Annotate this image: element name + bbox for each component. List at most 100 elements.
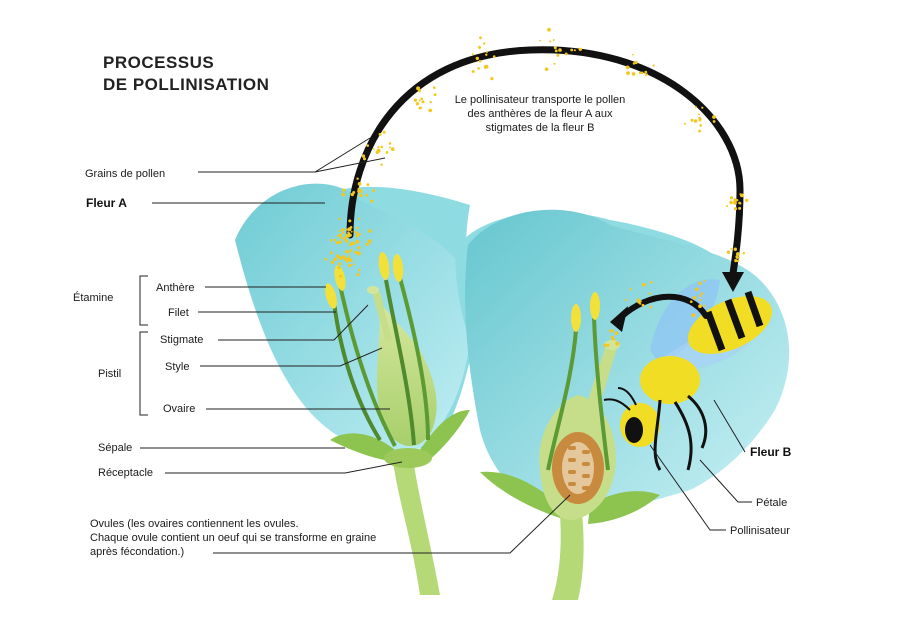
pollen-grain [698, 281, 702, 285]
label-pollinisateur: Pollinisateur [730, 525, 790, 537]
flower-b [455, 209, 790, 600]
pollen-grain [348, 258, 353, 262]
pollen-grain [553, 46, 557, 50]
pollen-grain [357, 217, 361, 220]
pollen-grain [558, 48, 562, 52]
pollen-grain [614, 331, 619, 336]
pollen-grain [649, 306, 652, 309]
pollen-grain [573, 49, 576, 52]
pollen-grain [734, 199, 737, 201]
bee-stripe-3 [744, 290, 764, 328]
pollen-grain [347, 257, 350, 260]
pollen-grain [611, 337, 614, 340]
pollen-grain [420, 106, 423, 109]
pollen-grain [578, 47, 582, 51]
pollen-grain [377, 145, 380, 149]
bracket-etamine [139, 275, 148, 326]
pollen-grain [734, 259, 738, 263]
pollen-grain [683, 122, 686, 125]
pollen-grain [549, 40, 552, 43]
pollen-grain [691, 313, 696, 318]
pollen-grain [712, 120, 716, 123]
bee-leg-1 [653, 399, 662, 471]
pollen-grain [356, 226, 359, 230]
pollen-grain [625, 298, 628, 301]
pollen-grain [699, 124, 702, 127]
pollen-grain [634, 60, 638, 65]
pollen-grain [625, 65, 630, 70]
pollen-grain [739, 202, 742, 205]
pollen-grain [471, 70, 475, 73]
pollen-grain [356, 273, 360, 277]
pollen-grain [703, 279, 706, 282]
pollen-grain [483, 42, 486, 45]
pollen-grain [348, 233, 352, 237]
flower-a-anther-4 [392, 254, 404, 282]
pollen-grain [478, 59, 482, 63]
pollen-grain [693, 119, 698, 123]
pollen-grain [478, 45, 481, 49]
pollen-grain [339, 236, 342, 240]
pollen-grain [485, 51, 488, 53]
pollen-grain [554, 49, 558, 53]
flower-a-anther-2 [334, 265, 346, 291]
pollen-grain [347, 255, 350, 258]
transport-note-line-2: des anthères de la fleur A aux [468, 108, 613, 120]
pollen-grain [703, 304, 706, 307]
bee-stripe-2 [724, 298, 746, 340]
pollen-grain [338, 233, 343, 238]
flower-b-sepal-left [480, 471, 560, 518]
pollen-grain [699, 294, 702, 298]
pollen-grain [433, 93, 437, 97]
flower-b-anther-1 [571, 304, 581, 332]
pollen-grain [342, 236, 347, 241]
pollen-grain [626, 71, 630, 75]
pollen-grain [735, 255, 739, 259]
pollen-grain [343, 258, 347, 261]
pollen-grain [342, 255, 346, 259]
pollen-grain [613, 338, 616, 341]
pollen-grain [338, 240, 342, 244]
pollen-grain [641, 282, 646, 287]
pollen-grain [389, 146, 391, 149]
pollen-grain [356, 251, 361, 256]
pollen-grain [544, 67, 549, 71]
pollen-grain [733, 207, 738, 211]
pollen-grain [485, 53, 488, 56]
flower-a-filament-2 [338, 284, 397, 447]
pollen-grain [346, 249, 350, 254]
label-grains-de-pollen: Grains de pollen [85, 168, 165, 180]
pollen-grain [350, 248, 353, 251]
pollen-grain [350, 241, 354, 246]
pollen-grain [652, 64, 655, 67]
label-style: Style [165, 361, 189, 373]
pollen-grain [547, 27, 551, 32]
pollen-grain [334, 238, 337, 242]
pollen-grain [694, 288, 697, 290]
flower-b-anther-2 [590, 292, 600, 320]
pollen-grain [382, 130, 386, 134]
pollen-grain [736, 252, 740, 256]
label-fleur-b: Fleur B [750, 445, 792, 459]
leader-grains [198, 137, 386, 173]
pollen-grain [730, 248, 733, 250]
bee-leg-3 [687, 394, 708, 449]
transport-arc-small-arrowhead [610, 306, 628, 332]
flower-a-anther-3 [378, 252, 390, 280]
pollen-grain [380, 145, 384, 149]
pollen-grain [742, 252, 745, 255]
flower-b-filament-2 [592, 317, 610, 471]
pollen-grain [344, 250, 347, 253]
flower-a-sepal-right [420, 410, 470, 466]
pollen-grain [606, 343, 610, 347]
pollen-grain [698, 118, 702, 122]
pollen-grain [338, 229, 342, 233]
ovules-note-line-3: après fécondation.) [90, 546, 184, 558]
bee-antenna-left [603, 398, 631, 411]
label-stigmate: Stigmate [160, 334, 203, 346]
pollen-grain [350, 250, 353, 253]
bracket-pistil [139, 331, 148, 416]
pollen-grain [564, 52, 568, 56]
pollen-grain [729, 196, 734, 200]
